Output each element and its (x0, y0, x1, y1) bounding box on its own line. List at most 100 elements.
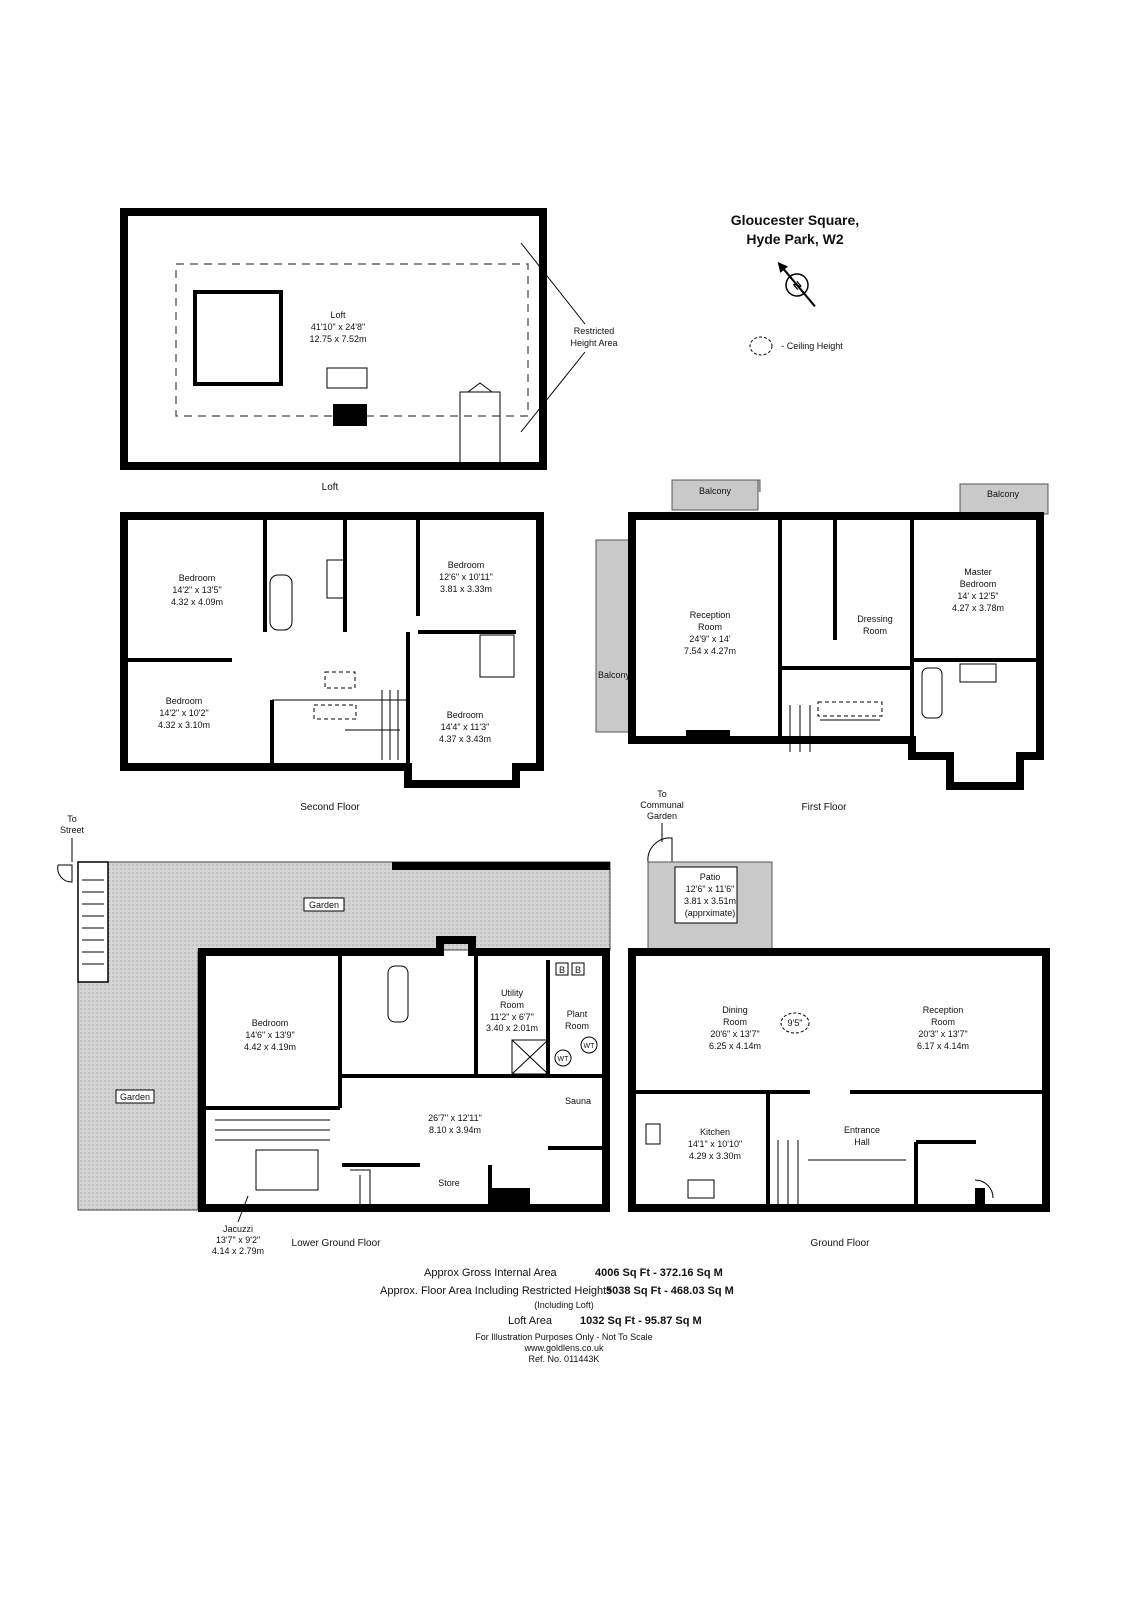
gross-area-label: Approx Gross Internal Area (424, 1267, 558, 1279)
restricted-arrow (520, 242, 586, 325)
lower-bedroom-name: Bedroom (252, 1018, 289, 1028)
first-master-imperial: 14' x 12'5" (957, 591, 998, 601)
loft-room-name: Loft (330, 310, 346, 320)
gross-area-value: 4006 Sq Ft - 372.16 Sq M (595, 1267, 723, 1279)
first-balcony-side: Balcony (598, 670, 631, 680)
ground-reception-line2: Room (931, 1017, 955, 1027)
plant-line1: Plant (567, 1009, 588, 1019)
ceiling-height-value: 9'5" (788, 1018, 803, 1028)
loft-area-value: 1032 Sq Ft - 95.87 Sq M (580, 1315, 702, 1327)
lower-bedroom-metric: 4.42 x 4.19m (244, 1042, 296, 1052)
plant-line2: Room (565, 1021, 589, 1031)
first-reception-line1: Reception (690, 610, 731, 620)
to-garden-line2: Communal (640, 800, 684, 810)
kitchen-name: Kitchen (700, 1127, 730, 1137)
restricted-area-value: 5038 Sq Ft - 468.03 Sq M (606, 1285, 734, 1297)
reference-number: Ref. No. 011443K (529, 1354, 600, 1364)
boiler-2: B (575, 965, 581, 975)
patio-metric: 3.81 x 3.51m (684, 896, 736, 906)
loft-plan: Loft 41'10" x 24'8" 12.75 x 7.52m Restri… (120, 208, 618, 470)
restricted-arrow (520, 351, 586, 433)
second-bed4-metric: 4.37 x 3.43m (439, 734, 491, 744)
disclaimer: For Illustration Purposes Only - Not To … (475, 1332, 652, 1342)
second-bed2-name: Bedroom (448, 560, 485, 570)
ground-reception-imperial: 20'3" x 13'7" (918, 1029, 967, 1039)
lower-ground-plan: To Street Garden Garden B B WT (57, 814, 611, 1256)
loft-room-imperial: 41'10" x 24'8" (311, 322, 365, 332)
second-bed3-metric: 4.32 x 3.10m (158, 720, 210, 730)
utility-line2: Room (500, 1000, 524, 1010)
lower-main-imperial: 26'7" x 12'11" (428, 1113, 482, 1123)
floor-label-second: Second Floor (300, 802, 360, 813)
second-bed1-name: Bedroom (179, 573, 216, 583)
first-master-metric: 4.27 x 3.78m (952, 603, 1004, 613)
restricted-label-1: Restricted (574, 326, 615, 336)
to-street-line2: Street (60, 825, 85, 835)
utility-metric: 3.40 x 2.01m (486, 1023, 538, 1033)
lower-main-metric: 8.10 x 3.94m (429, 1125, 481, 1135)
second-bed1-imperial: 14'2" x 13'5" (172, 585, 221, 595)
first-balcony-right: Balcony (987, 489, 1020, 499)
boiler-1: B (559, 965, 565, 975)
entrance-arrow-icon (1013, 1204, 1021, 1212)
first-dressing-line2: Room (863, 626, 887, 636)
restricted-label-2: Height Area (570, 338, 617, 348)
compass-icon: N (777, 262, 816, 308)
first-reception-metric: 7.54 x 4.27m (684, 646, 736, 656)
to-garden-line3: Garden (647, 811, 677, 821)
store-label: Store (438, 1178, 460, 1188)
to-garden-line1: To (657, 789, 667, 799)
ground-reception-metric: 6.17 x 4.14m (917, 1041, 969, 1051)
title-line-2: Hyde Park, W2 (746, 231, 843, 247)
to-street-line1: To (67, 814, 77, 824)
lower-bedroom-imperial: 14'6" x 13'9" (245, 1030, 294, 1040)
hall-line1: Entrance (844, 1125, 880, 1135)
second-floor-plan: Bedroom 14'2" x 13'5" 4.32 x 4.09m Bedro… (120, 512, 544, 788)
lower-garden-left: Garden (120, 1092, 150, 1102)
loft-room-metric: 12.75 x 7.52m (309, 334, 366, 344)
ceiling-height-label: - Ceiling Height (781, 341, 843, 351)
floor-label-lower-ground: Lower Ground Floor (292, 1238, 382, 1249)
website: www.goldlens.co.uk (523, 1343, 604, 1353)
patio-imperial: 12'6" x 11'6" (686, 884, 735, 894)
patio-name: Patio (700, 872, 721, 882)
first-balcony-left: Balcony (699, 486, 732, 496)
first-reception-line2: Room (698, 622, 722, 632)
ceiling-height-legend: - Ceiling Height (749, 336, 843, 356)
first-floor-plan: Balcony Balcony Balcony Reception Room 2… (595, 479, 1049, 790)
dining-metric: 6.25 x 4.14m (709, 1041, 761, 1051)
including-loft-note: (Including Loft) (534, 1300, 594, 1310)
water-tank-1: WT (558, 1056, 570, 1063)
second-bed2-imperial: 12'6" x 10'11" (439, 572, 493, 582)
floor-label-ground: Ground Floor (811, 1238, 871, 1249)
first-master-line2: Bedroom (960, 579, 997, 589)
kitchen-imperial: 14'1" x 10'10" (688, 1139, 742, 1149)
second-bed4-imperial: 14'4" x 11'3" (441, 722, 490, 732)
second-bed1-metric: 4.32 x 4.09m (171, 597, 223, 607)
jacuzzi-imperial: 13'7" x 9'2" (216, 1235, 260, 1245)
floor-label-loft: Loft (322, 482, 339, 493)
second-bed2-metric: 3.81 x 3.33m (440, 584, 492, 594)
jacuzzi-name: Jacuzzi (223, 1224, 253, 1234)
utility-line1: Utility (501, 988, 523, 998)
sauna-label: Sauna (565, 1096, 591, 1106)
floor-label-first: First Floor (802, 802, 848, 813)
second-bed4-name: Bedroom (447, 710, 484, 720)
dining-line1: Dining (722, 1005, 748, 1015)
kitchen-metric: 4.29 x 3.30m (689, 1151, 741, 1161)
loft-area-label: Loft Area (508, 1315, 553, 1327)
lower-garden-top: Garden (309, 900, 339, 910)
jacuzzi-metric: 4.14 x 2.79m (212, 1246, 264, 1256)
water-tank-2: WT (584, 1043, 596, 1050)
dining-imperial: 20'6" x 13'7" (710, 1029, 759, 1039)
ground-reception-line1: Reception (923, 1005, 964, 1015)
area-summary: Approx Gross Internal Area 4006 Sq Ft - … (380, 1267, 734, 1364)
second-bed3-name: Bedroom (166, 696, 203, 706)
restricted-area-label: Approx. Floor Area Including Restricted … (380, 1285, 612, 1297)
first-master-line1: Master (964, 567, 992, 577)
first-reception-imperial: 24'9" x 14' (689, 634, 730, 644)
utility-imperial: 11'2" x 6'7" (490, 1012, 534, 1022)
second-bed3-imperial: 14'2" x 10'2" (159, 708, 208, 718)
patio-note: (apprximate) (685, 908, 736, 918)
